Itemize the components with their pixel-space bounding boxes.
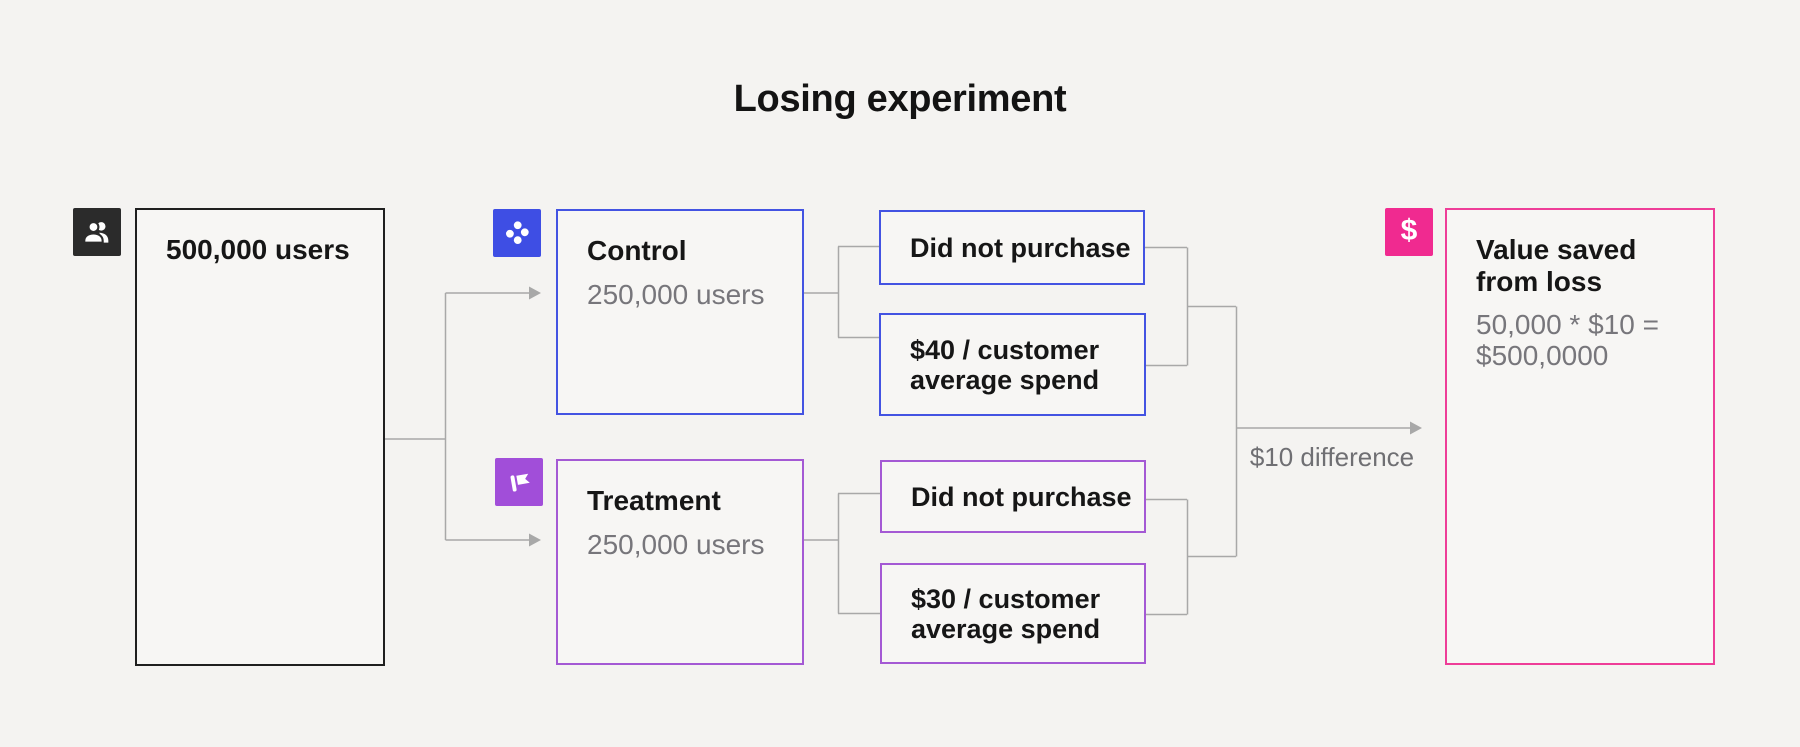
- dots-diamond-icon[interactable]: [493, 209, 541, 257]
- node-control-no-purchase[interactable]: Did not purchase: [879, 210, 1145, 285]
- flag-icon-glyph: [510, 473, 530, 492]
- dollar-icon-glyph: $: [1400, 214, 1418, 247]
- dollar-icon[interactable]: $: [1385, 208, 1433, 256]
- value-formula-line2: $500,0000: [1476, 340, 1609, 371]
- treatment-spend-line1: $30 / customer: [911, 583, 1101, 614]
- node-control[interactable]: Control 250,000 users: [556, 209, 804, 415]
- control-spend-line1: $40 / customer: [910, 334, 1100, 365]
- difference-label: $10 difference: [1249, 442, 1415, 472]
- value-title-line1: Value saved: [1476, 234, 1637, 265]
- value-formula-line1: 50,000 * $10 =: [1476, 309, 1659, 340]
- dots-diamond-glyph: [506, 221, 529, 244]
- treatment-no-purchase-label: Did not purchase: [911, 481, 1132, 512]
- users-icon-glyph: [83, 221, 109, 244]
- treatment-title: Treatment: [587, 485, 721, 516]
- flag-icon[interactable]: [495, 458, 543, 506]
- treatment-spend-line2: average spend: [911, 613, 1101, 644]
- arrowhead-to-treatment: [529, 533, 541, 547]
- arrowhead-to-value: [1410, 421, 1422, 435]
- connector-path: [385, 245, 1410, 616]
- arrowhead-to-control: [529, 286, 541, 300]
- users-pool-label: 500,000 users: [166, 234, 350, 265]
- page-title: Losing experiment: [733, 78, 1067, 120]
- control-spend-line2: average spend: [910, 364, 1100, 395]
- node-control-spend[interactable]: $40 / customer average spend: [879, 313, 1146, 416]
- node-treatment-no-purchase[interactable]: Did not purchase: [880, 460, 1146, 533]
- control-no-purchase-label: Did not purchase: [910, 232, 1131, 263]
- node-users-pool[interactable]: 500,000 users: [135, 208, 385, 666]
- control-subtitle: 250,000 users: [587, 279, 765, 310]
- treatment-subtitle: 250,000 users: [587, 529, 765, 560]
- node-treatment[interactable]: Treatment 250,000 users: [556, 459, 804, 665]
- control-title: Control: [587, 235, 687, 266]
- value-title-line2: from loss: [1476, 266, 1603, 297]
- node-treatment-spend[interactable]: $30 / customer average spend: [880, 563, 1146, 664]
- node-value-saved[interactable]: Value saved from loss 50,000 * $10 = $50…: [1445, 208, 1715, 665]
- users-icon[interactable]: [73, 208, 121, 256]
